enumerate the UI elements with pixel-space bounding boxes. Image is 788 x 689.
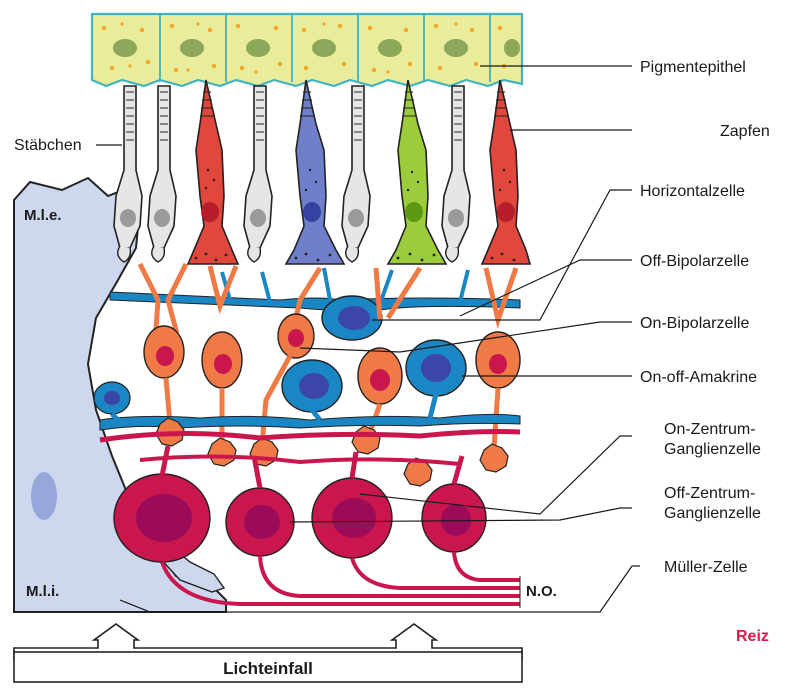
label-off-zentrum-2: Ganglienzelle bbox=[664, 505, 761, 522]
label-off-zentrum-1: Off-Zentrum- bbox=[664, 485, 755, 502]
rod-cell bbox=[342, 86, 370, 262]
label-no: N.O. bbox=[526, 583, 557, 600]
label-on-off-amakrine: On-off-Amakrine bbox=[640, 369, 757, 386]
label-pigmentepithel: Pigmentepithel bbox=[640, 59, 746, 76]
label-on-bipolarzelle: On-Bipolarzelle bbox=[640, 315, 749, 332]
label-reiz: Reiz bbox=[736, 628, 769, 645]
label-horizontalzelle: Horizontalzelle bbox=[640, 183, 745, 200]
red-cone bbox=[188, 80, 238, 264]
label-mueller-zelle: Müller-Zelle bbox=[664, 559, 748, 576]
label-zapfen: Zapfen bbox=[720, 123, 770, 140]
ganglion-cells bbox=[100, 432, 520, 563]
rod-cell bbox=[244, 86, 272, 262]
mueller-nucleus bbox=[31, 472, 57, 520]
rod-cell bbox=[442, 86, 470, 262]
label-off-bipolarzelle: Off-Bipolarzelle bbox=[640, 253, 749, 270]
label-staebchen: Stäbchen bbox=[14, 137, 82, 154]
label-mli: M.l.i. bbox=[26, 583, 59, 600]
bipolar-cell bbox=[140, 264, 186, 424]
blue-cone bbox=[286, 80, 344, 264]
green-cone bbox=[388, 80, 446, 264]
red-cone bbox=[482, 80, 530, 264]
label-mle: M.l.e. bbox=[24, 207, 62, 224]
label-on-zentrum-2: Ganglienzelle bbox=[664, 441, 761, 458]
pigment-epithelium bbox=[92, 14, 522, 86]
label-on-zentrum-1: On-Zentrum- bbox=[664, 421, 756, 438]
label-lichteinfall: Lichteinfall bbox=[223, 659, 313, 678]
rod-cell bbox=[148, 86, 176, 262]
